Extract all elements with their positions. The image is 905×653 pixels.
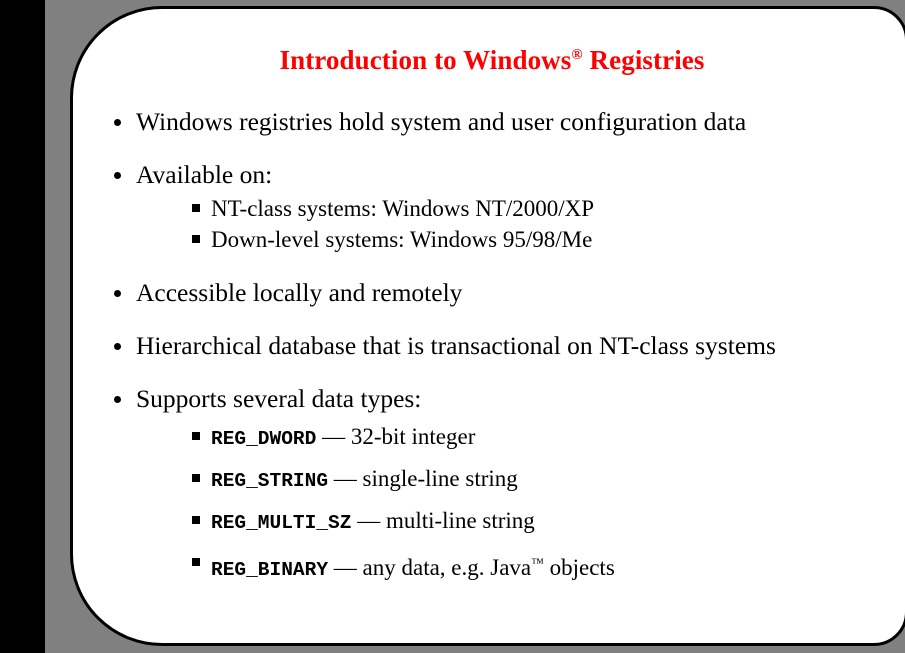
bullet-list: Windows registries hold system and user …	[73, 107, 905, 590]
bullet-dot-icon	[114, 396, 121, 403]
data-type-item: REG_BINARY — any data, e.g. Java™ object…	[136, 543, 905, 590]
data-type-description: 32-bit integer	[350, 424, 476, 449]
sub-list-item: NT-class systems: Windows NT/2000/XP	[136, 193, 905, 224]
bullet-square-icon	[192, 235, 200, 243]
data-type-item: REG_STRING — single-line string	[136, 459, 905, 501]
data-type-item: REG_MULTI_SZ — multi-line string	[136, 501, 905, 543]
page-title-tail: Registries	[582, 45, 705, 75]
bullet-dot-icon	[114, 119, 121, 126]
bullet-square-icon	[192, 558, 200, 566]
list-item: Windows registries hold system and user …	[73, 107, 905, 137]
slide-body: Windows registries hold system and user …	[73, 107, 905, 613]
bullet-text: Supports several data types:	[136, 384, 422, 413]
bullet-text: Hierarchical database that is transactio…	[136, 331, 776, 360]
data-type-name: REG_STRING	[211, 470, 329, 492]
bullet-square-icon	[192, 474, 200, 482]
sub-list-item: Down-level systems: Windows 95/98/Me	[136, 224, 905, 255]
sub-bullet-text: Down-level systems: Windows 95/98/Me	[211, 227, 593, 252]
data-type-dash: —	[333, 466, 357, 491]
data-type-name: REG_DWORD	[211, 428, 317, 450]
list-item: Supports several data types: REG_DWORD —…	[73, 384, 905, 590]
bullet-text: Windows registries hold system and user …	[136, 107, 747, 136]
data-type-description: any data, e.g. Java	[362, 555, 532, 580]
bullet-dot-icon	[114, 172, 121, 179]
data-type-dash: —	[333, 555, 357, 580]
list-item: Available on: NT-class systems: Windows …	[73, 160, 905, 255]
left-black-bar	[0, 0, 45, 653]
data-type-description-tail: objects	[543, 555, 615, 580]
bullet-square-icon	[192, 516, 200, 524]
data-type-name: REG_MULTI_SZ	[211, 512, 352, 534]
trademark-icon: ™	[531, 555, 544, 570]
bullet-dot-icon	[114, 290, 121, 297]
list-item: Accessible locally and remotely	[73, 278, 905, 308]
data-type-name: REG_BINARY	[211, 559, 329, 581]
page-title-main: Introduction to Windows	[279, 45, 572, 75]
bullet-text: Available on:	[136, 160, 273, 189]
data-type-dash: —	[322, 424, 346, 449]
bullet-square-icon	[192, 204, 200, 212]
data-type-item: REG_DWORD — 32-bit integer	[136, 417, 905, 459]
registered-trademark-icon: ®	[571, 47, 583, 63]
sub-bullet-text: NT-class systems: Windows NT/2000/XP	[211, 196, 595, 221]
slide-content-card: Introduction to Windows® Registries Wind…	[70, 6, 905, 646]
data-type-description: single-line string	[362, 466, 518, 491]
bullet-text: Accessible locally and remotely	[136, 278, 463, 307]
sub-bullet-list: NT-class systems: Windows NT/2000/XP Dow…	[136, 193, 905, 255]
data-type-description: multi-line string	[385, 508, 535, 533]
bullet-dot-icon	[114, 343, 121, 350]
data-types-list: REG_DWORD — 32-bit integer REG_STRING — …	[136, 417, 905, 590]
data-type-dash: —	[357, 508, 381, 533]
bullet-square-icon	[192, 432, 200, 440]
list-item: Hierarchical database that is transactio…	[73, 331, 905, 361]
page-title: Introduction to Windows® Registries	[73, 45, 905, 76]
